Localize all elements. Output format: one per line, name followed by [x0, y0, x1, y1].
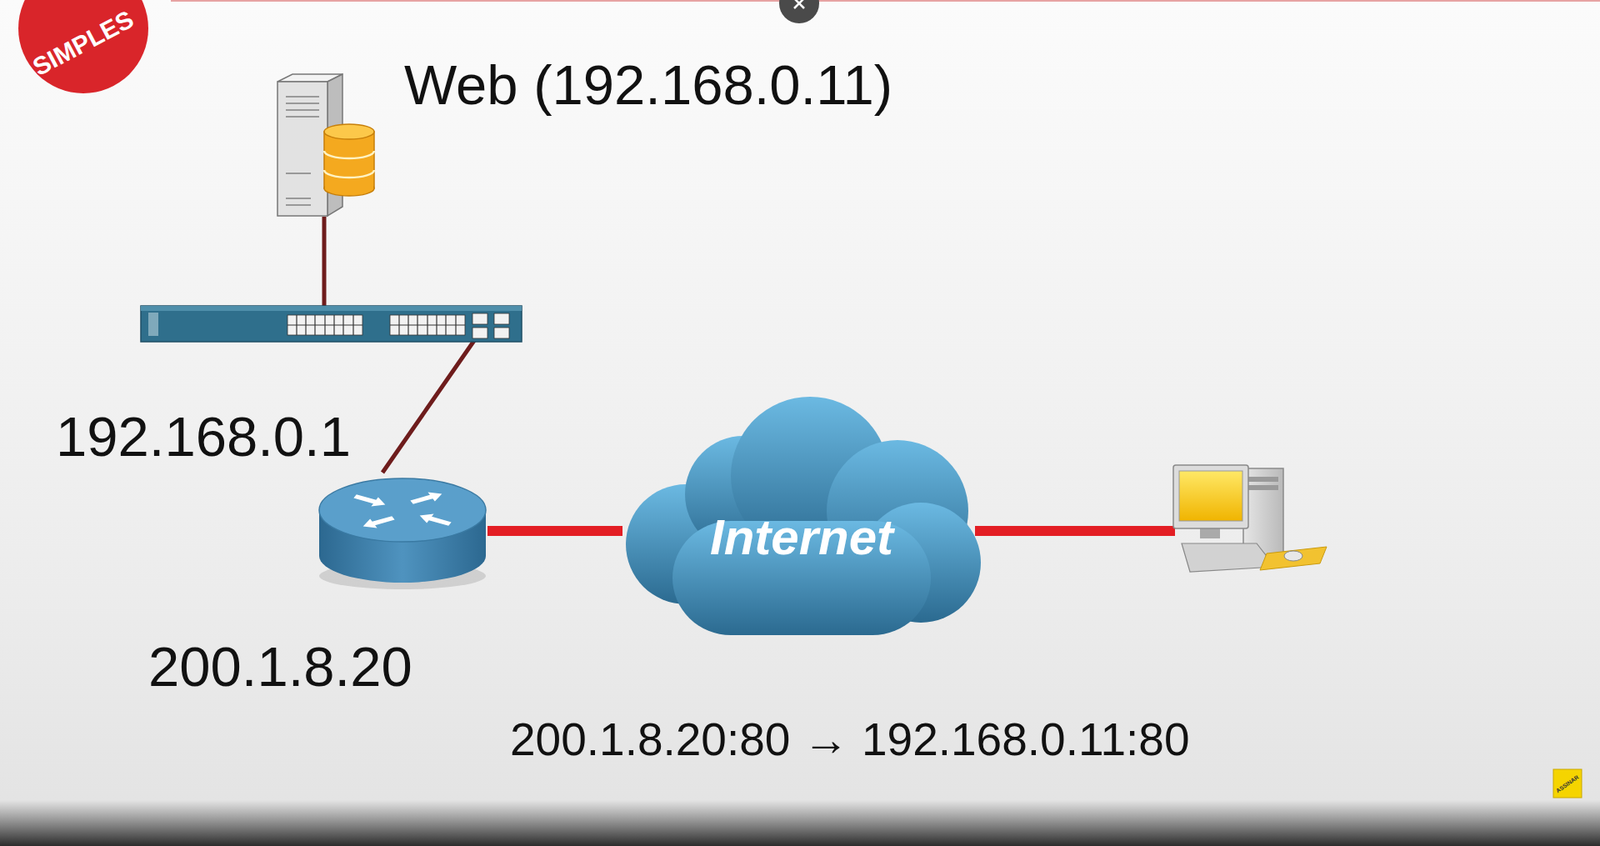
- top-bar: [170, 0, 1600, 2]
- close-button: [779, 0, 820, 24]
- port-forward-rule: 200.1.8.20:80 → 192.168.0.11:80: [510, 716, 1190, 763]
- ip-address: 200.1.8.20: [148, 638, 413, 695]
- router: 192.168.0.1200.1.8.20: [318, 472, 488, 590]
- cloud-label: Internet: [710, 512, 894, 563]
- client-computer: [1173, 465, 1327, 572]
- internet-cloud: Internet: [622, 395, 982, 635]
- subscribe-badge: [1553, 769, 1582, 798]
- server-label: Web (192.168.0.11): [404, 56, 893, 113]
- internet-link: [975, 525, 1175, 536]
- router-icon: [318, 472, 488, 590]
- logo-badge: [18, 0, 149, 94]
- network-switch: [140, 305, 522, 342]
- wan-link: [487, 525, 623, 536]
- bottom-band: [0, 800, 1600, 846]
- server-icon: [277, 73, 376, 217]
- web-server: Web (192.168.0.11): [277, 73, 376, 217]
- ip-address: 192.168.0.1: [55, 408, 351, 465]
- wan-link: [487, 530, 623, 532]
